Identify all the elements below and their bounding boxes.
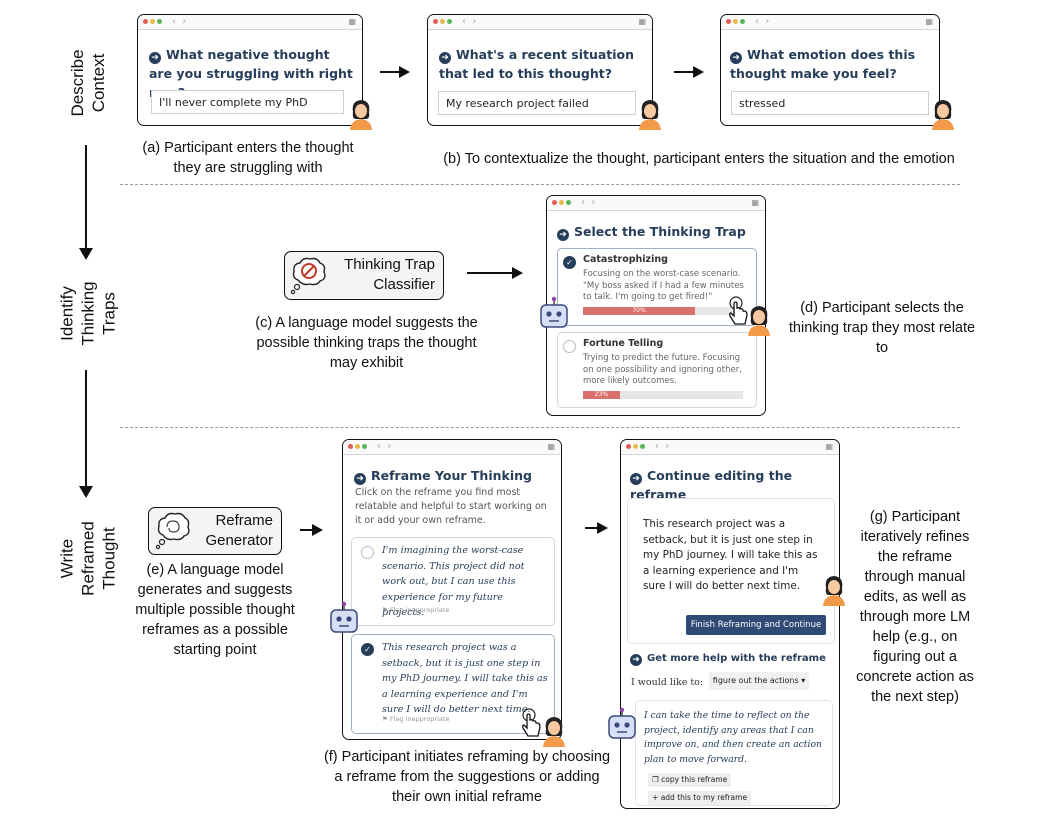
reframe-edit-text[interactable]: This research project was a setback, but… xyxy=(643,518,818,592)
thought-window: ‹ ›▦ ➜What negative thought are you stru… xyxy=(137,14,363,126)
reframe-generator-box: Reframe Generator xyxy=(148,507,282,555)
person-icon xyxy=(350,100,372,130)
flow-arrow-reframe xyxy=(585,527,598,529)
trap-confidence-fill: 23% xyxy=(583,391,620,399)
reframe-text-editor[interactable]: This research project was a setback, but… xyxy=(627,498,835,644)
robot-icon xyxy=(608,707,636,739)
flow-arrow-generator xyxy=(300,529,313,531)
reframe-option-text: I'm imagining the worst-case scenario. T… xyxy=(382,545,525,618)
reframe-title: ➜Reframe Your Thinking xyxy=(354,466,554,485)
add-reframe-button[interactable]: + add this to my reframe xyxy=(648,791,752,805)
reframe-intro: Click on the reframe you find most relat… xyxy=(355,487,547,526)
trap-confidence-bar: 23% xyxy=(583,391,743,399)
trap-title: ➜Select the Thinking Trap xyxy=(557,222,757,241)
reframe-option-1[interactable]: I'm imagining the worst-case scenario. T… xyxy=(351,537,555,626)
reframe-option-2[interactable]: ✓ This research project was a setback, b… xyxy=(351,634,555,734)
thought-bubble-icon xyxy=(290,257,326,295)
help-response-text: I can take the time to reflect on the pr… xyxy=(644,710,822,765)
person-icon xyxy=(639,100,661,130)
flow-arrow-a-b xyxy=(380,71,400,73)
reframe-window: ‹ ›▦ ➜Reframe Your Thinking Click on the… xyxy=(342,439,562,740)
person-icon xyxy=(932,100,954,130)
flow-arrow-2-head xyxy=(79,486,93,498)
emotion-input[interactable]: stressed xyxy=(731,91,929,115)
trap-option-fortune-telling[interactable]: Fortune Telling Trying to predict the fu… xyxy=(557,332,757,408)
thought-input[interactable]: I'll never complete my PhD xyxy=(151,90,344,114)
thinking-trap-window: ‹ ›▦ ➜Select the Thinking Trap ✓ Catastr… xyxy=(546,195,766,416)
emotion-question: ➜What emotion does this thought make you… xyxy=(730,47,916,81)
arrow-right-circle-icon: ➜ xyxy=(630,473,642,485)
flag-inappropriate[interactable]: ⚑ Flag inappropriate xyxy=(382,606,450,614)
generator-label: Reframe Generator xyxy=(205,512,273,549)
help-title: ➜Get more help with the reframe xyxy=(630,649,835,668)
flow-arrow-2 xyxy=(85,370,87,488)
flow-arrow-1-head xyxy=(79,248,93,260)
caption-c: (c) A language model suggests the possib… xyxy=(255,315,478,371)
caption-f: (f) Participant initiates reframing by c… xyxy=(323,749,611,805)
arrow-right-circle-icon: ➜ xyxy=(630,654,642,666)
person-icon xyxy=(823,576,845,606)
copy-reframe-button[interactable]: ❐ copy this reframe xyxy=(648,773,732,787)
help-response: I can take the time to reflect on the pr… xyxy=(635,700,833,806)
caption-d: (d) Participant selects the thinking tra… xyxy=(788,300,976,356)
arrow-right-circle-icon: ➜ xyxy=(730,52,742,64)
pointer-hand-icon xyxy=(729,296,748,325)
caption-b: (b) To contextualize the thought, partic… xyxy=(443,151,955,167)
arrow-right-circle-icon: ➜ xyxy=(354,473,366,485)
would-like-label: I would like to: xyxy=(631,677,704,688)
check-icon: ✓ xyxy=(563,256,576,269)
robot-icon xyxy=(540,296,568,328)
copy-icon: ❐ xyxy=(652,775,659,784)
flow-arrow-b-c xyxy=(674,71,694,73)
arrow-right-circle-icon: ➜ xyxy=(149,52,161,64)
help-action-select[interactable]: figure out the actions ▾ xyxy=(709,672,809,690)
stage-label-write: Write Reframed Thought xyxy=(57,521,119,596)
trap-name: Catastrophizing xyxy=(583,254,668,265)
emotion-window: ‹ ›▦ ➜What emotion does this thought mak… xyxy=(720,14,940,126)
thought-bubble-icon xyxy=(155,512,190,550)
stage-label-identify: Identify Thinking Traps xyxy=(57,281,119,346)
trap-description: Trying to predict the future. Focusing o… xyxy=(583,353,742,386)
caption-e: (e) A language model generates and sugge… xyxy=(135,562,295,658)
flow-arrow-classifier xyxy=(467,272,513,274)
chevron-down-icon: ▾ xyxy=(801,676,806,685)
person-icon xyxy=(543,717,565,747)
situation-input[interactable]: My research project failed xyxy=(438,91,636,115)
section-divider-1 xyxy=(120,184,960,185)
trap-description: Focusing on the worst-case scenario. "My… xyxy=(583,269,744,302)
finish-reframing-button[interactable]: Finish Reframing and Continue xyxy=(686,615,826,635)
trap-name: Fortune Telling xyxy=(583,338,664,349)
situation-window: ‹ ›▦ ➜What's a recent situation that led… xyxy=(427,14,653,126)
reframe-option-text: This research project was a setback, but… xyxy=(382,642,548,715)
stage-label-describe: Describe Context xyxy=(68,49,108,117)
arrow-right-circle-icon: ➜ xyxy=(439,52,451,64)
robot-icon xyxy=(330,601,358,633)
caption-g: (g) Participant iteratively refines the … xyxy=(856,509,974,705)
thinking-trap-classifier-box: Thinking Trap Classifier xyxy=(284,251,444,300)
plus-icon: + xyxy=(652,793,659,802)
flag-inappropriate[interactable]: ⚑ Flag inappropriate xyxy=(382,715,450,723)
trap-confidence-bar: 70% xyxy=(583,307,743,315)
person-icon xyxy=(748,306,770,336)
trap-option-catastrophizing[interactable]: ✓ Catastrophizing Focusing on the worst-… xyxy=(557,248,757,326)
section-divider-2 xyxy=(120,427,960,428)
edit-reframe-window: ‹ ›▦ ➜Continue editing the reframe This … xyxy=(620,439,840,809)
arrow-right-circle-icon: ➜ xyxy=(557,229,569,241)
caption-a: (a) Participant enters the thought they … xyxy=(142,140,354,176)
situation-question: ➜What's a recent situation that led to t… xyxy=(439,47,635,81)
classifier-label: Thinking Trap Classifier xyxy=(344,256,435,293)
check-icon: ✓ xyxy=(361,643,374,656)
flow-arrow-1 xyxy=(85,145,87,250)
trap-confidence-fill: 70% xyxy=(583,307,695,315)
pointer-hand-icon xyxy=(522,708,541,737)
